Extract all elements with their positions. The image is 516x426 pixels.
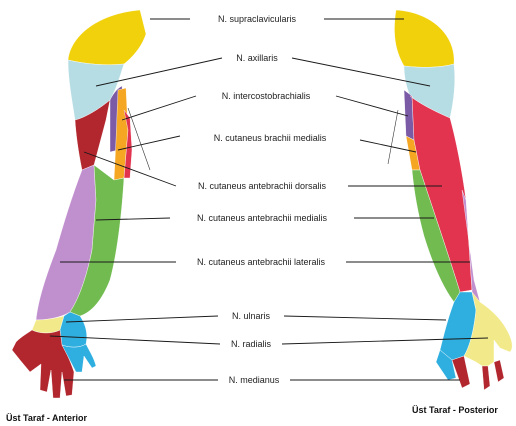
label-medianus: N. medianus bbox=[229, 375, 280, 385]
caption-anterior: Üst Taraf - Anterior bbox=[6, 413, 88, 423]
label-radialis: N. radialis bbox=[231, 339, 272, 349]
anterior-supraclavicularis-region bbox=[68, 10, 146, 65]
label-cut-brachii-medialis: N. cutaneus brachii medialis bbox=[214, 133, 327, 143]
posterior-medial-contour bbox=[388, 110, 398, 164]
leader-ulnaris-left bbox=[66, 316, 218, 322]
label-supraclavicularis: N. supraclavicularis bbox=[218, 14, 297, 24]
leader-intercostobrachialis-right bbox=[336, 96, 408, 116]
anterior-ulnaris-region bbox=[60, 312, 87, 347]
leader-intercostobrachialis-left bbox=[122, 96, 196, 120]
leader-ulnaris-right bbox=[284, 316, 446, 320]
label-cut-antebrachii-dorsalis: N. cutaneus antebrachii dorsalis bbox=[198, 181, 327, 191]
label-axillaris: N. axillaris bbox=[236, 53, 278, 63]
label-cut-antebrachii-medialis: N. cutaneus antebrachii medialis bbox=[197, 213, 328, 223]
posterior-arm-figure bbox=[388, 10, 512, 390]
caption-posterior: Üst Taraf - Posterior bbox=[412, 405, 498, 415]
label-cut-antebrachii-lateralis: N. cutaneus antebrachii lateralis bbox=[197, 257, 326, 267]
label-ulnaris: N. ulnaris bbox=[232, 311, 271, 321]
label-intercostobrachialis: N. intercostobrachialis bbox=[222, 91, 311, 101]
nerve-labels: N. supraclavicularis N. axillaris N. int… bbox=[197, 14, 328, 385]
